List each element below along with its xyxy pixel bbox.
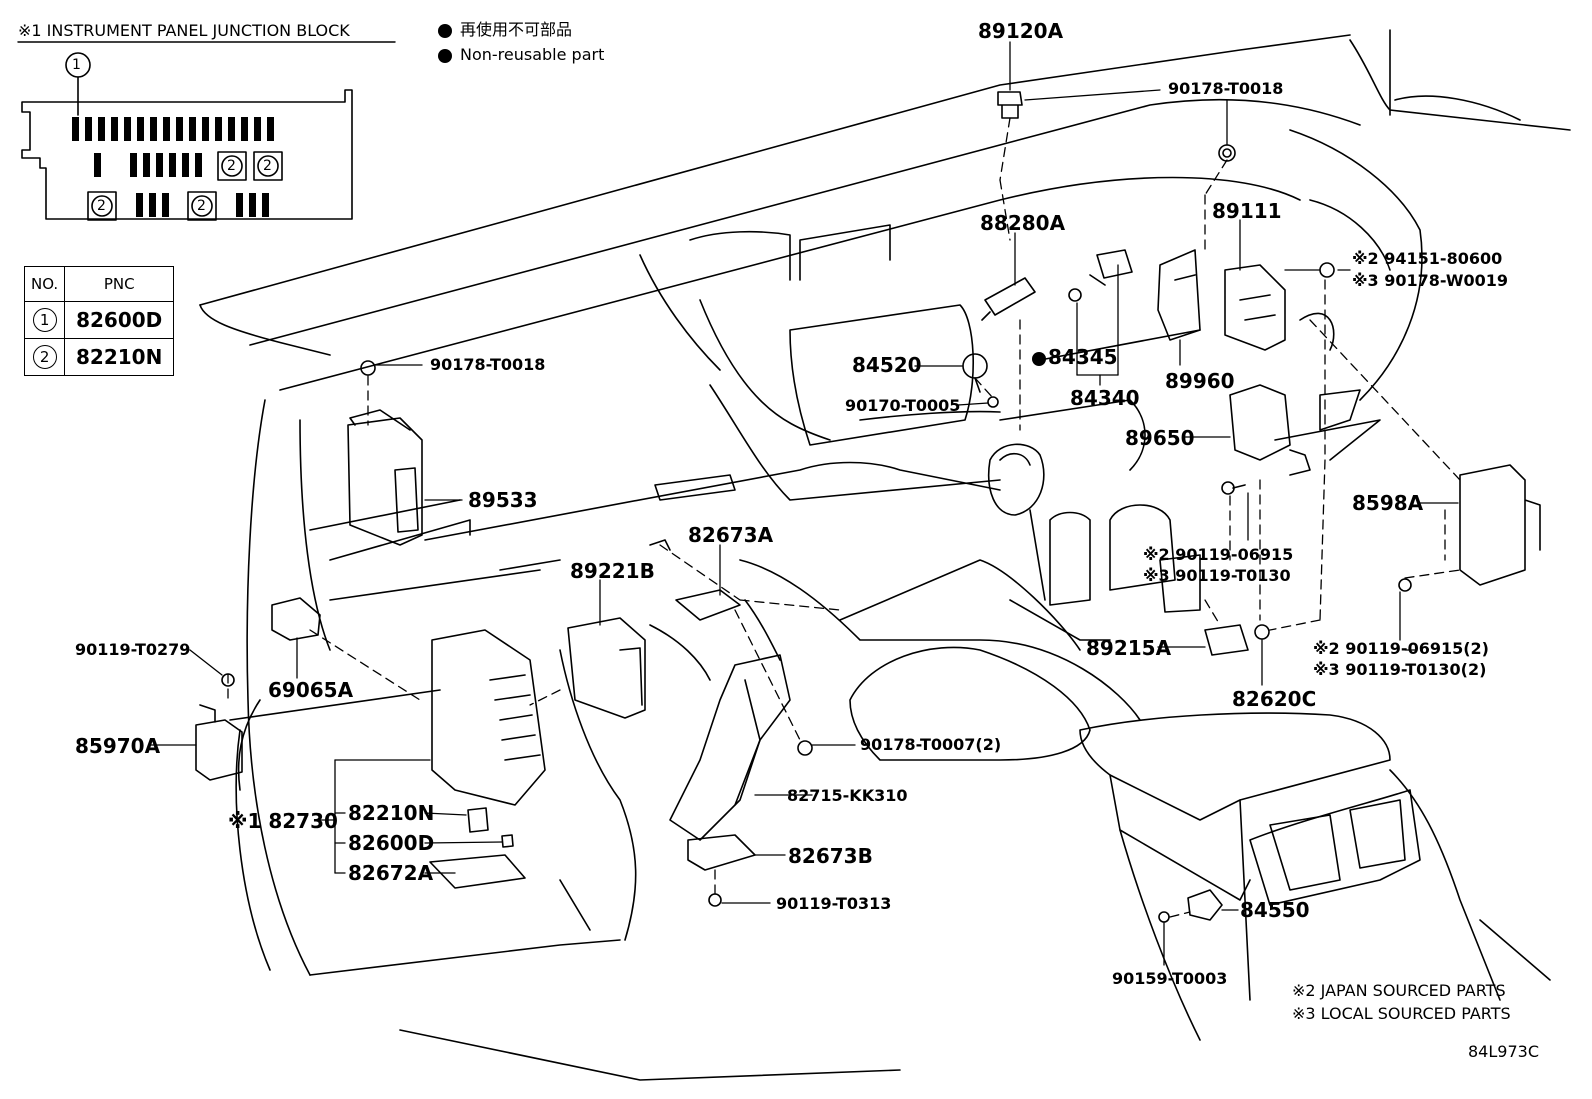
row-no-cell: 1 xyxy=(23,301,66,339)
part-82620C: 82620C xyxy=(1232,687,1317,711)
part-90178-T0018-left: 90178-T0018 xyxy=(430,355,546,374)
junction-block-title: ※1 INSTRUMENT PANEL JUNCTION BLOCK xyxy=(18,21,350,40)
part-89120A: 89120A xyxy=(978,19,1064,43)
inset-callout-1: 1 xyxy=(72,57,81,73)
dashboard-outline xyxy=(199,29,1571,1081)
row-no: 1 xyxy=(32,308,57,332)
legend-japanese: 再使用不可部品 xyxy=(438,21,572,39)
part-88280A: 88280A xyxy=(980,211,1066,235)
part-8598A: 8598A xyxy=(1352,491,1424,515)
row-pnc: 82600D xyxy=(64,301,175,339)
part-90178-T0018-top: 90178-T0018 xyxy=(1168,79,1284,98)
part-82672A: 82672A xyxy=(348,861,434,885)
inset-fuse-2-d: 2 xyxy=(197,198,206,214)
diagram-id: 84L973C xyxy=(1468,1042,1539,1061)
part-69065A: 69065A xyxy=(268,678,354,702)
part-84550: 84550 xyxy=(1240,898,1310,922)
part-90170-T0005: 90170-T0005 xyxy=(845,396,961,415)
part-89215A: 89215A xyxy=(1086,636,1172,660)
part-89221B: 89221B xyxy=(570,559,655,583)
part-89960: 89960 xyxy=(1165,369,1235,393)
row-pnc: 82210N xyxy=(64,338,175,376)
part-90119-T0279: 90119-T0279 xyxy=(75,640,191,659)
part-89111: 89111 xyxy=(1212,199,1282,223)
row-no: 2 xyxy=(32,345,57,369)
part-82715-KK310: 82715-KK310 xyxy=(787,786,908,805)
non-reusable-dot-icon xyxy=(1032,351,1046,366)
inset-fuse-2-b: 2 xyxy=(263,158,272,174)
part-82673B: 82673B xyxy=(788,844,873,868)
table-row: 1 82600D xyxy=(23,301,175,339)
part-90159-T0003: 90159-T0003 xyxy=(1112,969,1228,988)
part-89650: 89650 xyxy=(1125,426,1195,450)
part-90119-06915-2: ※2 90119-06915(2) xyxy=(1313,639,1489,658)
part-82600D: 82600D xyxy=(348,831,435,855)
non-reusable-dot-icon xyxy=(438,48,452,63)
part-90119-T0313: 90119-T0313 xyxy=(776,894,892,913)
part-82673A: 82673A xyxy=(688,523,774,547)
note-local-sourced: ※3 LOCAL SOURCED PARTS xyxy=(1292,1004,1511,1023)
non-reusable-dot-icon xyxy=(438,23,452,38)
part-85970A: 85970A xyxy=(75,734,161,758)
col-pnc-header: PNC xyxy=(64,266,175,302)
row-no-cell: 2 xyxy=(23,338,66,376)
note-japan-sourced: ※2 JAPAN SOURCED PARTS xyxy=(1292,981,1506,1000)
part-84345: 84345 xyxy=(1032,346,1118,368)
components xyxy=(195,91,1541,923)
pnc-table-header: NO. PNC xyxy=(23,266,175,302)
col-no-header: NO. xyxy=(23,266,66,302)
junction-block-inset xyxy=(17,41,396,221)
part-84345-text: 84345 xyxy=(1048,345,1118,369)
dashed-lines xyxy=(227,117,1461,918)
legend-english: Non-reusable part xyxy=(438,46,604,64)
part-90119-06915: ※2 90119-06915 xyxy=(1143,545,1294,564)
part-84520: 84520 xyxy=(852,353,922,377)
legend-jp-text: 再使用不可部品 xyxy=(460,20,573,39)
part-94151-80600: ※2 94151-80600 xyxy=(1352,249,1503,268)
pnc-table: NO. PNC 1 82600D 2 82210N xyxy=(23,266,175,376)
part-89533: 89533 xyxy=(468,488,538,512)
part-90119-T0130-2: ※3 90119-T0130(2) xyxy=(1313,660,1487,679)
part-82210N: 82210N xyxy=(348,801,435,825)
table-row: 2 82210N xyxy=(23,338,175,376)
leader-lines xyxy=(149,41,1459,966)
inset-fuse-2-c: 2 xyxy=(97,198,106,214)
part-84340: 84340 xyxy=(1070,386,1140,410)
inset-fuse-2-a: 2 xyxy=(227,158,236,174)
legend-en-text: Non-reusable part xyxy=(460,45,605,64)
part-90178-T0007: 90178-T0007(2) xyxy=(860,735,1002,754)
part-82730: ※1 82730 xyxy=(228,809,338,833)
part-90178-W0019: ※3 90178-W0019 xyxy=(1352,271,1509,290)
part-90119-T0130: ※3 90119-T0130 xyxy=(1143,566,1291,585)
